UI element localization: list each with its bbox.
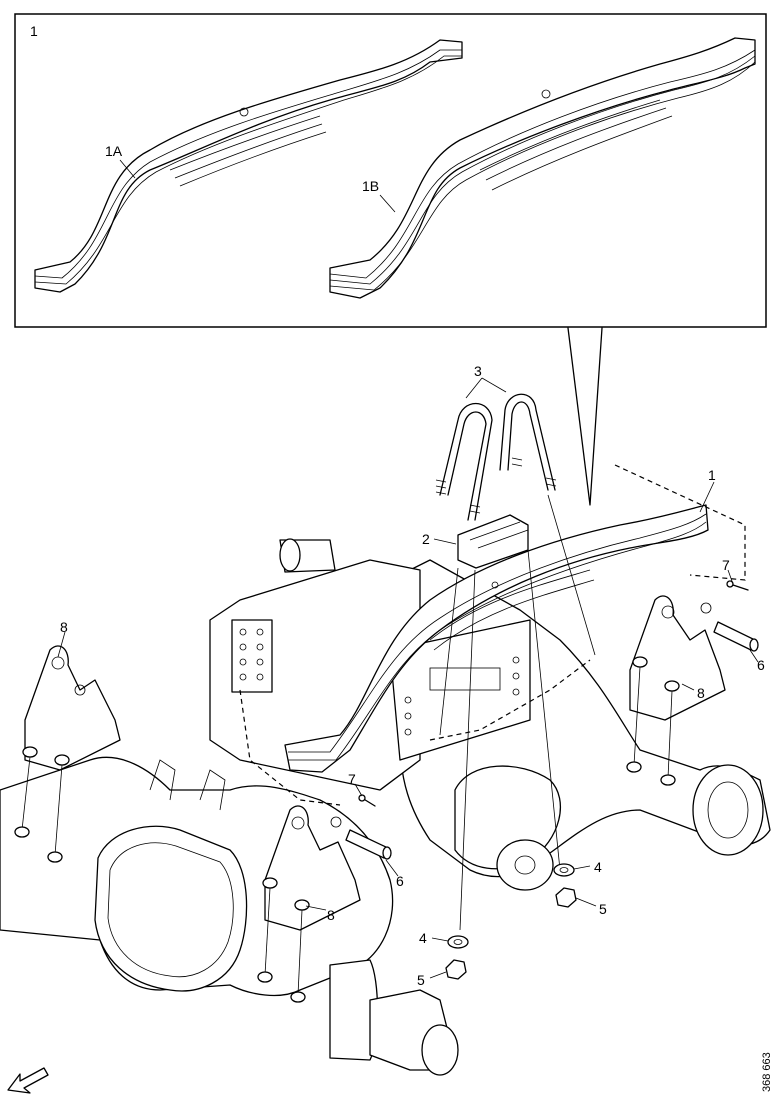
callout-bracket-left: 8 <box>60 619 68 635</box>
callout-bolt-rear: 7 <box>348 771 356 787</box>
cross-member <box>209 538 531 791</box>
callout-bracket-front: 8 <box>697 685 705 701</box>
washer-lower <box>447 935 469 949</box>
leaf-1a-label: 1A <box>105 143 123 159</box>
axle-bolt-holes <box>14 761 676 1003</box>
callout-bracket-rear: 8 <box>327 907 335 923</box>
pin-rear <box>345 829 392 860</box>
callout-leaders <box>57 377 759 979</box>
inset-label: 1 <box>30 23 38 39</box>
reference-number: 368 663 <box>761 1052 773 1092</box>
rear-axle-housing <box>0 756 459 1076</box>
spring-bracket-left <box>22 645 121 771</box>
callout-leaf-spring: 1 <box>708 467 716 483</box>
direction-arrow-icon <box>7 1067 49 1094</box>
callout-washer-upper: 4 <box>594 859 602 875</box>
nut-upper <box>555 887 577 908</box>
callout-u-bolts: 3 <box>474 363 482 379</box>
callout-pin-rear: 6 <box>396 873 404 889</box>
nut-lower <box>445 959 467 980</box>
washer-upper <box>553 863 575 877</box>
callout-spacer-block: 2 <box>422 531 430 547</box>
alignment-lines <box>21 494 673 996</box>
spring-bracket-rear <box>262 805 361 931</box>
callout-bolt-front: 7 <box>722 557 730 573</box>
inset-panel: 1 1A 1B <box>14 13 767 328</box>
callout-pin-front: 6 <box>757 657 765 673</box>
leaf-spring-1a <box>34 39 463 293</box>
leaf-spring-1b <box>329 37 756 299</box>
leaf-1b-label: 1B <box>362 178 379 194</box>
spring-bracket-front <box>629 595 726 721</box>
bolt-rear <box>358 794 376 807</box>
callout-nut-lower: 5 <box>417 972 425 988</box>
callout-nut-upper: 5 <box>599 901 607 917</box>
pin-front <box>713 621 759 652</box>
bolt-front <box>726 580 749 591</box>
inset-pointer <box>567 327 603 506</box>
u-bolts <box>435 393 557 521</box>
callout-washer-lower: 4 <box>419 930 427 946</box>
